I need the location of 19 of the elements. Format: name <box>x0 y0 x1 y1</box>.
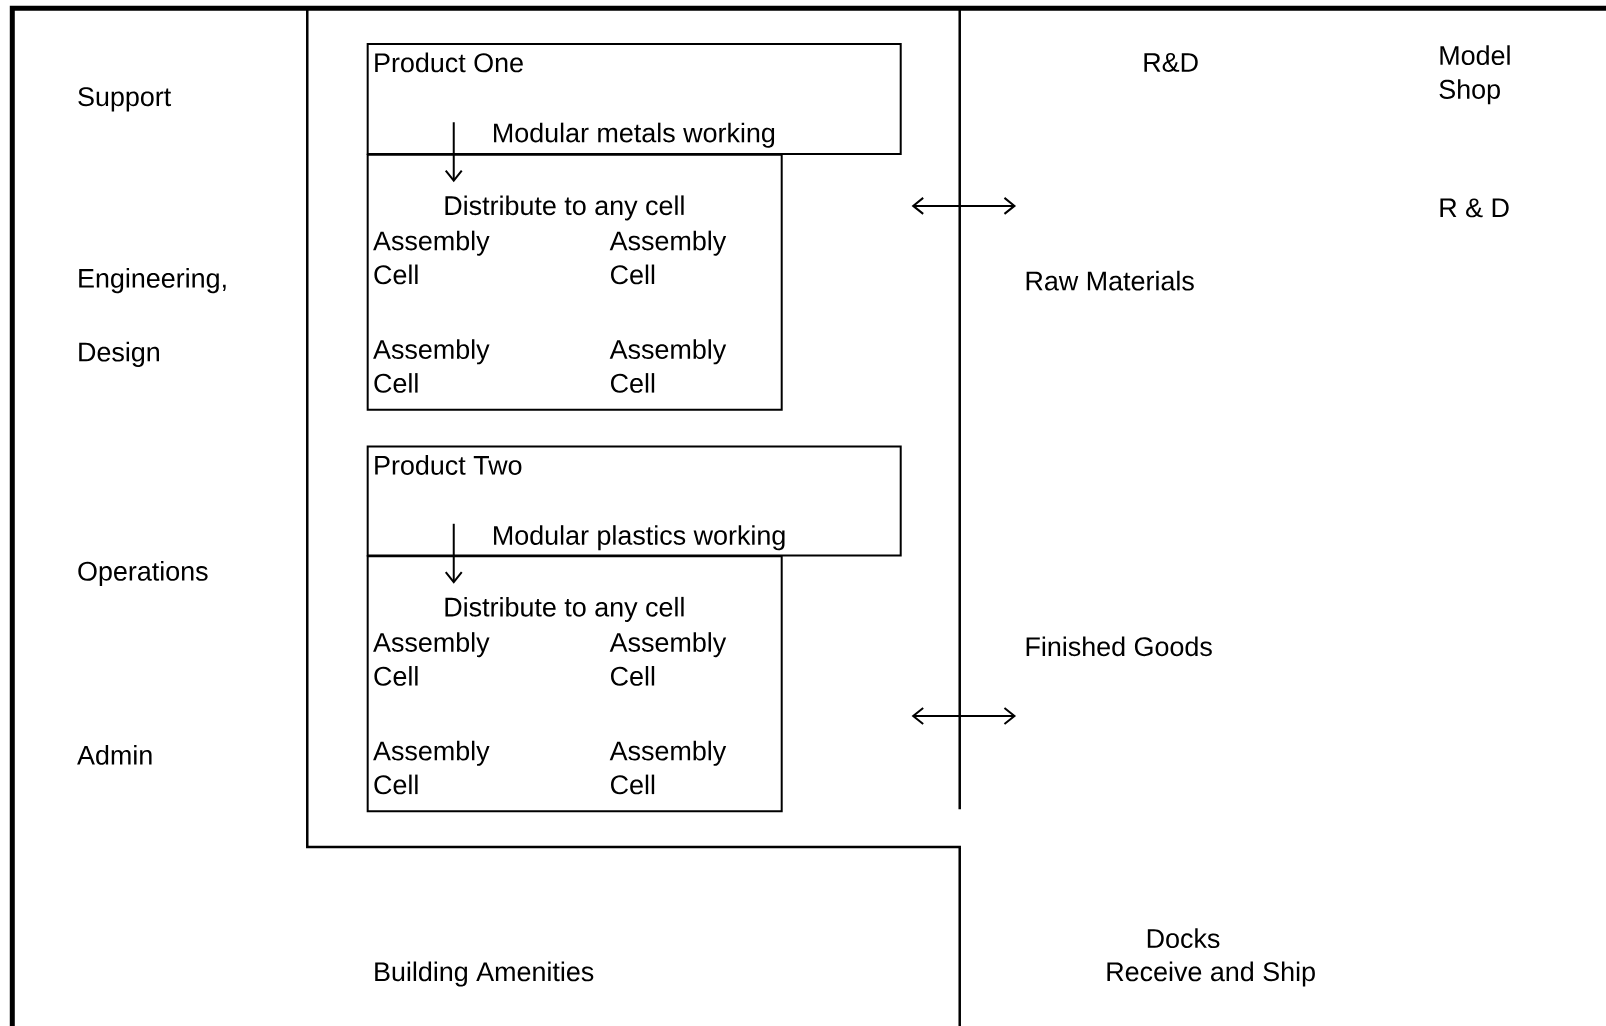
area-label: R&D <box>1144 52 1198 72</box>
cell-area-box: Distribute to any cell Assembly Cell Assembly Cell Assembly Cell Assembly Cell <box>366 555 783 812</box>
area-label: R & D <box>1440 198 1509 218</box>
arrow <box>444 522 463 584</box>
product-box: Product Two Modular plastics working <box>366 445 902 557</box>
area-label: Support <box>78 87 172 112</box>
area-label: Receive and Ship <box>1107 961 1315 987</box>
product-box: Product One Modular metals working <box>366 42 902 155</box>
cell-area-box: Distribute to any cell Assembly Cell Assembly Cell Assembly Cell Assembly Cell <box>366 153 783 411</box>
area-label: Design <box>79 341 159 367</box>
area-label: Admin <box>77 744 152 765</box>
area-label: Building Amenities <box>375 961 594 987</box>
area-label: Model Shop <box>1439 45 1510 105</box>
area-label: Engineering, <box>79 267 226 294</box>
area-label: Raw Materials <box>1026 270 1194 291</box>
area-label: Docks <box>1147 928 1220 948</box>
area-label: Finished Goods <box>1026 636 1212 657</box>
area-label: Operations <box>78 560 208 586</box>
arrow <box>444 121 463 183</box>
